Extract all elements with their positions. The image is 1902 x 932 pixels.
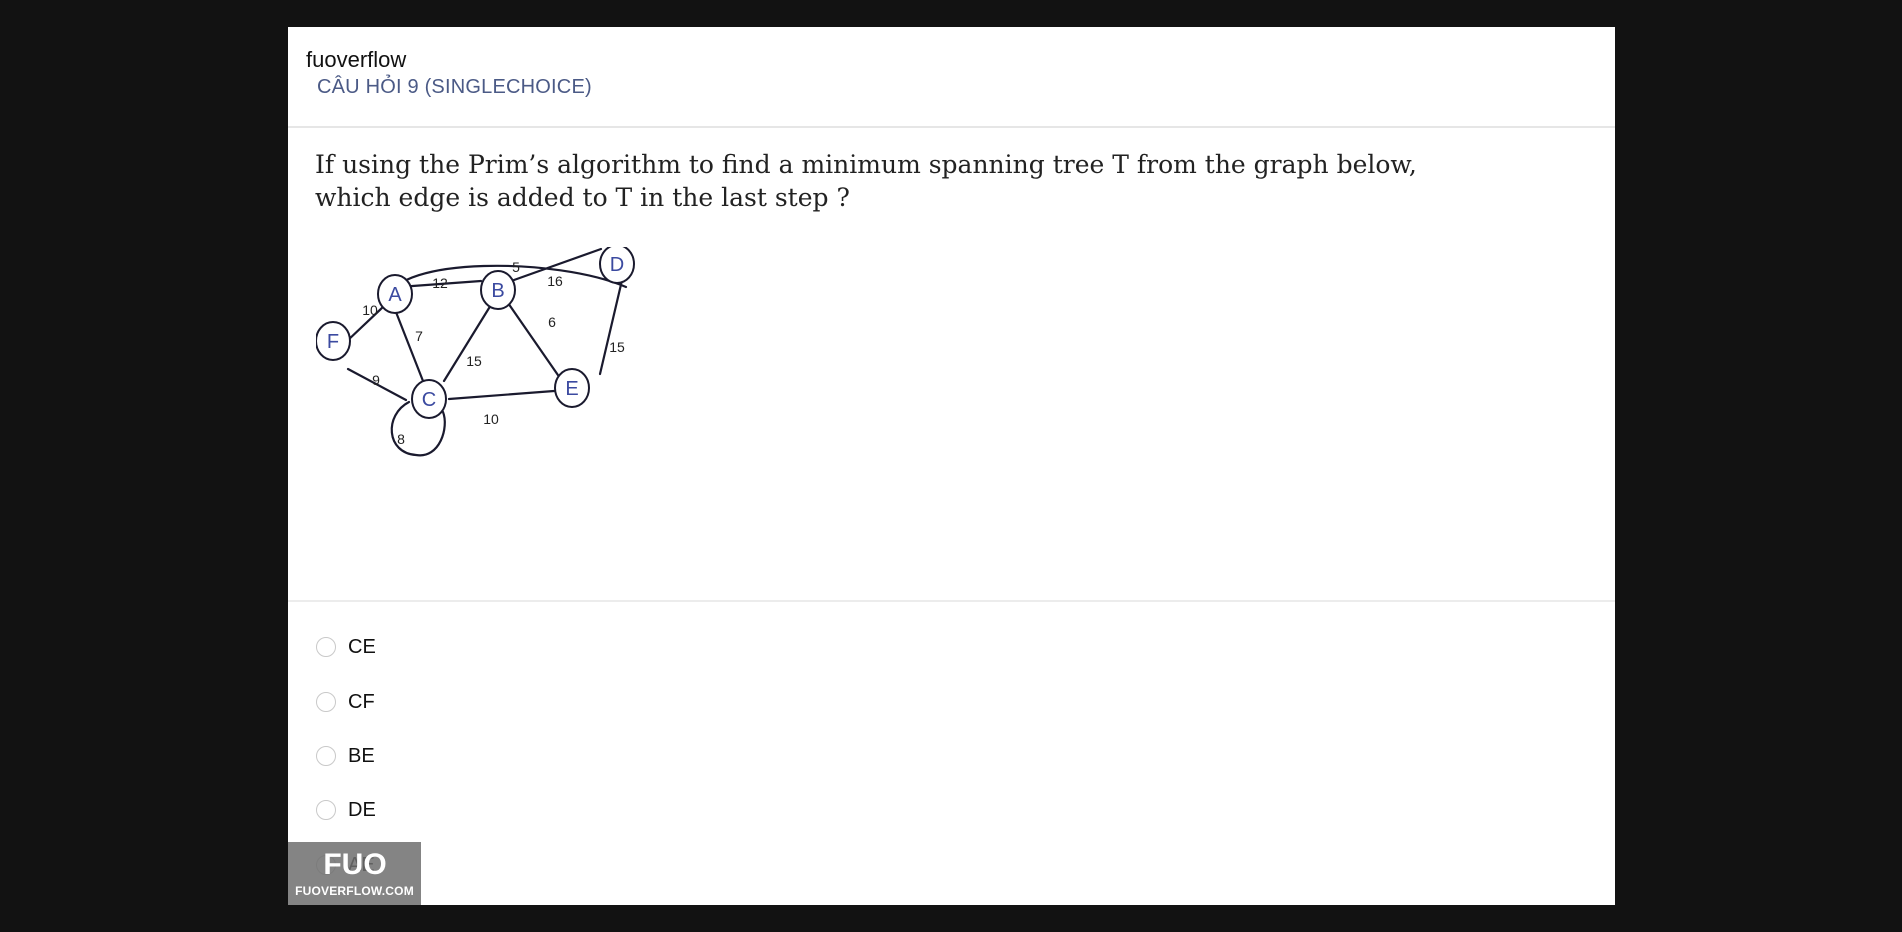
edge-fa [344, 305, 385, 344]
graph-diagram: 5 12 16 10 7 15 6 15 9 10 8 A B C [316, 247, 635, 457]
edge-fc [346, 367, 408, 402]
edge-label-ce: 10 [483, 411, 499, 427]
node-a: A [377, 274, 413, 314]
edge-ce [447, 389, 556, 401]
option-label: DE [348, 798, 376, 821]
node-b: B [480, 270, 516, 310]
node-c: C [411, 379, 447, 419]
edge-ab [397, 279, 483, 289]
option-label: CE [348, 635, 376, 658]
option-label: BE [348, 744, 375, 767]
option-de[interactable]: DE [316, 797, 376, 823]
node-d: D [599, 247, 635, 284]
watermark-site-text: FUOVERFLOW.COM [295, 884, 414, 898]
edge-bd [512, 247, 603, 282]
radio-button[interactable] [316, 746, 336, 766]
edge-label-be: 6 [548, 314, 556, 330]
edge-label-ad: 5 [512, 259, 520, 275]
option-be[interactable]: BE [316, 743, 375, 769]
divider [288, 600, 1615, 602]
node-b-label: B [491, 280, 504, 302]
radio-button[interactable] [316, 637, 336, 657]
edge-label-ab: 12 [432, 275, 448, 291]
question-header: fuoverflow CÂU HỎI 9 (SINGLECHOICE) [288, 27, 1615, 128]
logo-text: FUO [324, 848, 386, 880]
edge-be [504, 298, 562, 380]
node-d-label: D [610, 254, 624, 276]
node-f: F [316, 321, 351, 361]
edge-label-fc: 9 [372, 372, 380, 388]
radio-button[interactable] [316, 692, 336, 712]
edge-label-bc: 15 [466, 353, 482, 369]
edge-label-bd: 16 [547, 273, 563, 289]
site-name: fuoverflow [306, 47, 407, 72]
edge-ac [392, 305, 425, 383]
edge-bc [442, 298, 496, 383]
question-text: If using the Prim’s algorithm to find a … [315, 150, 1417, 212]
edge-de [598, 274, 625, 376]
node-c-label: C [422, 389, 436, 411]
fuo-logo-icon: FUO [324, 848, 386, 880]
option-cf[interactable]: CF [316, 689, 375, 715]
node-a-label: A [388, 284, 402, 306]
edge-label-fa: 10 [362, 302, 378, 318]
site-watermark: FUO FUOVERFLOW.COM [288, 842, 421, 905]
node-e-label: E [565, 378, 578, 400]
node-e: E [554, 368, 590, 408]
edge-label-ac: 7 [415, 328, 423, 344]
option-ce[interactable]: CE [316, 634, 376, 660]
edge-cc-loop [390, 400, 446, 457]
radio-button[interactable] [316, 800, 336, 820]
node-f-label: F [327, 331, 339, 353]
question-card: fuoverflow CÂU HỎI 9 (SINGLECHOICE) If u… [288, 27, 1615, 905]
edge-label-de: 15 [609, 339, 625, 355]
question-number-label: CÂU HỎI 9 (SINGLECHOICE) [317, 76, 592, 98]
option-label: CF [348, 690, 375, 713]
edge-label-cc: 8 [397, 431, 405, 447]
